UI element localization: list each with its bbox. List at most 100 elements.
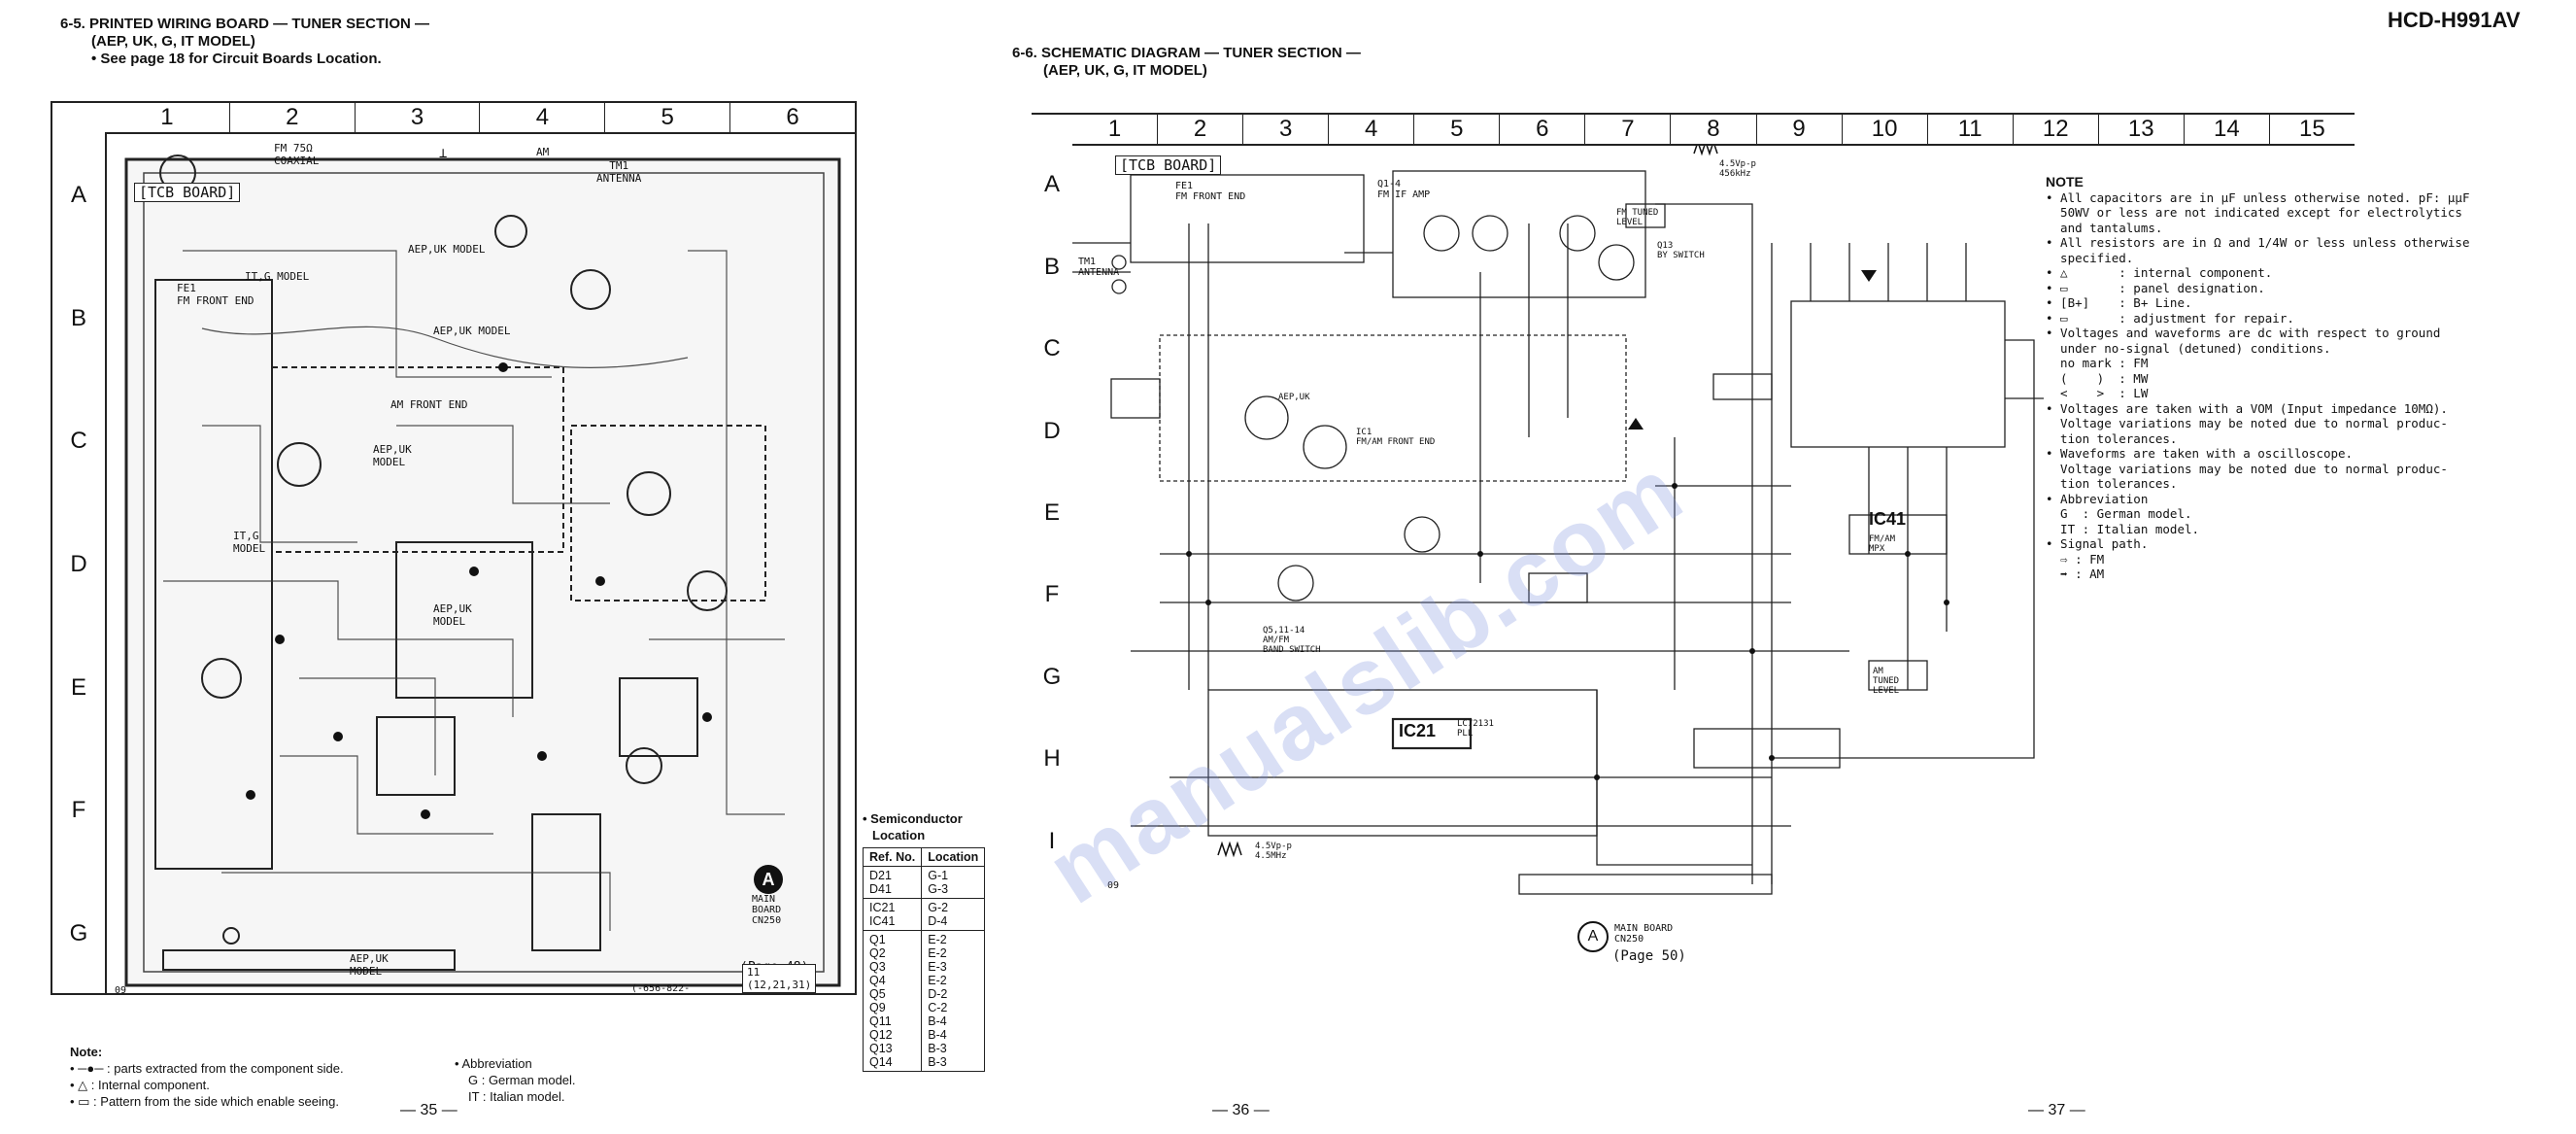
schematic-fm-if-amp: Q1-4 FM IF AMP (1377, 179, 1431, 200)
grid-column-label: 6 (729, 103, 855, 132)
label-am: AM (536, 146, 550, 158)
semi-ref: Q14 (869, 1055, 893, 1069)
grid-column-label: 6 (1499, 115, 1584, 144)
schematic-board-title: [TCB BOARD] (1115, 155, 1222, 175)
schematic-note-line: • [B+] : B+ Line. (2046, 295, 2192, 310)
schematic-note-line: • Voltages are taken with a VOM (Input i… (2046, 400, 2448, 416)
grid-row-label: A (70, 182, 86, 209)
left-abbreviation-item: G : German model. (468, 1073, 576, 1087)
grid-column-label: 12 (2012, 115, 2098, 144)
semi-location: G-2 (928, 901, 949, 914)
semi-ref: Q1 (869, 933, 886, 946)
left-note: Note: • ─●─ : parts extracted from the c… (70, 1044, 344, 1110)
schematic-antenna: TM1 ANTENNA (1078, 257, 1120, 278)
left-note-title: Note: (70, 1045, 103, 1059)
left-heading: 6-5. PRINTED WIRING BOARD — TUNER SECTIO… (60, 16, 429, 68)
grid-column-label: 14 (2183, 115, 2269, 144)
semi-location: D-4 (928, 914, 948, 928)
page-number-37: — 37 — (2028, 1102, 2085, 1118)
schematic-note-line: ➡ : AM (2046, 567, 2105, 581)
grid-row-label: G (1042, 663, 1062, 690)
grid-column-label: 4 (1328, 115, 1413, 144)
left-heading-line3: • See page 18 for Circuit Boards Locatio… (91, 51, 382, 67)
grid-row-label: H (1043, 745, 1061, 773)
semi-ref: D21 (869, 869, 892, 882)
right-heading-line2: (AEP, UK, G, IT MODEL) (1043, 62, 1207, 79)
semi-ref: Q13 (869, 1042, 893, 1055)
left-abbreviation-title: • Abbreviation (455, 1056, 532, 1071)
page-number-35: — 35 — (400, 1102, 458, 1118)
schematic-note-line: < > : LW (2046, 386, 2149, 400)
grid-column-label: 13 (2097, 115, 2184, 144)
schematic-note-line: • Abbreviation (2046, 491, 2149, 506)
grid-column-label: 15 (2268, 115, 2355, 144)
left-abbreviation: • Abbreviation G : German model. IT : It… (455, 1055, 576, 1105)
left-note-item: • ─●─ : parts extracted from the compone… (70, 1061, 344, 1076)
semi-ref: IC41 (869, 914, 896, 928)
semi-ref: Q11 (869, 1014, 892, 1028)
schematic-note-line: under no-signal (detuned) conditions. (2046, 340, 2331, 356)
pwb-board-id: 11 (12,21,31) (742, 964, 817, 993)
semiconductor-location: • Semiconductor Location Ref. No. Locati… (862, 810, 986, 1072)
grid-column-label: 8 (1670, 115, 1755, 144)
schematic-note-line: ( ) : MW (2046, 370, 2149, 386)
semi-ref: IC21 (869, 901, 896, 914)
schematic-waveform-1: 4.5Vp-p 456kHz (1719, 159, 1756, 179)
schematic-notes: NOTE • All capacitors are in μF unless o… (2046, 174, 2470, 582)
schematic-connector-text: MAIN BOARD CN250 (1614, 923, 1674, 945)
grid-row-label: F (71, 797, 86, 824)
grid-row-label: E (1043, 499, 1060, 526)
semi-ref: Q3 (869, 960, 886, 974)
label-ground: ⊥ (439, 146, 448, 161)
schematic-am-tuned-level: AM TUNED LEVEL (1873, 667, 1900, 696)
grid-row-label: G (69, 919, 88, 946)
grid-row-label: C (1043, 335, 1061, 362)
schematic-note-line: • All resistors are in Ω and 1/4W or les… (2046, 235, 2470, 250)
semiconductor-title-line1: • Semiconductor (863, 811, 963, 826)
grid-column-label: 7 (1584, 115, 1670, 144)
semi-ref: Q9 (869, 1001, 886, 1014)
label-fm75-coaxial: FM 75Ω COAXIAL (274, 142, 320, 167)
semi-location: B-3 (928, 1042, 947, 1055)
schematic-waveform-2: 4.5Vp-p 4.5MHz (1255, 842, 1292, 861)
grid-column-label: 10 (1841, 115, 1927, 144)
grid-column-label: 11 (1926, 115, 2013, 144)
semi-ref: Q12 (869, 1028, 893, 1042)
schematic-aep-uk: AEP,UK (1278, 393, 1310, 402)
schematic-note-line: • Waveforms are taken with a oscilloscop… (2046, 446, 2354, 461)
label-aep-uk-model-5: AEP,UK MODEL (350, 952, 389, 978)
schematic-note-line: specified. (2046, 250, 2134, 265)
model-title: HCD-H991AV (2388, 8, 2521, 32)
pwb-board-title: [TCB BOARD] (134, 183, 241, 202)
semi-location: E-2 (928, 933, 947, 946)
semi-ref: D41 (869, 882, 892, 896)
semi-ref: Q5 (869, 987, 886, 1001)
schematic-connector-page-ref: (Page 50) (1612, 948, 1686, 964)
semi-location: B-4 (928, 1014, 947, 1028)
pwb-board-code: (-656-822- (631, 983, 691, 994)
grid-column-label: 5 (1413, 115, 1499, 144)
semi-location: G-1 (928, 869, 949, 882)
label-am-front-end: AM FRONT END (390, 398, 468, 411)
left-heading-line2: (AEP, UK, G, IT MODEL) (91, 33, 255, 50)
schematic-ic41-sub: FM/AM MPX (1869, 534, 1896, 554)
schematic-note-line: • ▭ : adjustment for repair. (2046, 310, 2294, 326)
grid-row-label: B (1043, 253, 1060, 280)
schematic-drawing (1072, 146, 2044, 895)
semi-location: E-3 (928, 960, 947, 974)
schematic-fm-front-end: FE1 FM FRONT END (1175, 181, 1246, 202)
semi-location: E-2 (928, 974, 947, 987)
grid-row-label: E (70, 673, 86, 701)
schematic-fm-tuned-level: FM TUNED LEVEL (1616, 208, 1659, 227)
